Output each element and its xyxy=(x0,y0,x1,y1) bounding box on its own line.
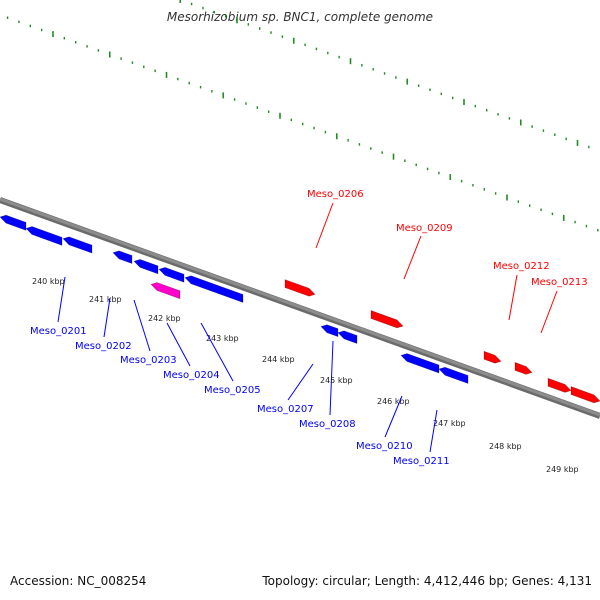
gene-arrow-forward[interactable] xyxy=(284,279,316,297)
scale-label-249-kbp: 249 kbp xyxy=(546,465,579,474)
scale-label-246-kbp: 246 kbp xyxy=(377,397,410,406)
accession-text: Accession: NC_008254 xyxy=(10,574,147,588)
gene-arrow-reverse[interactable] xyxy=(184,275,244,303)
gene-arrow-reverse[interactable] xyxy=(133,259,159,275)
gene-label-leader xyxy=(287,363,314,401)
gene-label[interactable]: Meso_0210 xyxy=(356,441,413,452)
gene-arrow-reverse[interactable] xyxy=(400,353,440,374)
scale-label-244-kbp: 244 kbp xyxy=(262,355,295,364)
gene-label[interactable]: Meso_0208 xyxy=(299,419,356,430)
gene-label[interactable]: Meso_0211 xyxy=(393,456,450,467)
gene-arrow-forward[interactable] xyxy=(514,361,533,375)
gene-label[interactable]: Meso_0204 xyxy=(163,370,220,381)
gene-arrow-reverse[interactable] xyxy=(0,214,27,231)
gene-arrow-forward[interactable] xyxy=(570,386,600,404)
gene-label[interactable]: Meso_0205 xyxy=(204,385,261,396)
scale-label-247-kbp: 247 kbp xyxy=(433,419,466,428)
gene-label-leader xyxy=(103,297,111,338)
scale-label-245-kbp: 245 kbp xyxy=(320,376,353,385)
scale-label-243-kbp: 243 kbp xyxy=(206,334,239,343)
scale-label-242-kbp: 242 kbp xyxy=(148,314,181,323)
gene-arrow-reverse[interactable] xyxy=(438,366,469,384)
gene-label-leader xyxy=(429,409,438,453)
scale-label-248-kbp: 248 kbp xyxy=(489,442,522,451)
gene-label-leader xyxy=(166,322,191,367)
gene-arrow-highlight[interactable] xyxy=(150,282,181,300)
gene-arrow-forward[interactable] xyxy=(547,377,572,393)
reverse-strand-scale-track xyxy=(6,16,599,232)
gene-arrow-reverse[interactable] xyxy=(62,236,93,254)
scale-label-240-kbp: 240 kbp xyxy=(32,277,65,286)
gene-arrow-reverse[interactable] xyxy=(320,324,339,338)
genome-summary: Topology: circular; Length: 4,412,446 bp… xyxy=(262,574,592,588)
gene-arrow-reverse[interactable] xyxy=(25,226,63,246)
gene-label[interactable]: Meso_0202 xyxy=(75,341,132,352)
gene-arrow-forward[interactable] xyxy=(483,350,502,364)
gene-label-leader xyxy=(57,276,66,323)
gene-label-leader xyxy=(403,235,422,280)
forward-strand-scale-track xyxy=(179,0,590,149)
gene-label[interactable]: Meso_0207 xyxy=(257,404,314,415)
page-title: Mesorhizobium sp. BNC1, complete genome xyxy=(166,10,434,24)
gene-label[interactable]: Meso_0212 xyxy=(493,261,550,272)
gene-label-leader xyxy=(540,290,558,334)
gene-arrow-reverse[interactable] xyxy=(337,330,358,344)
gene-label[interactable]: Meso_0203 xyxy=(120,355,177,366)
gene-label[interactable]: Meso_0201 xyxy=(30,326,87,337)
gene-label-leader xyxy=(329,340,334,416)
scale-label-241-kbp: 241 kbp xyxy=(89,295,122,304)
gene-label[interactable]: Meso_0213 xyxy=(531,277,588,288)
gene-label-leader xyxy=(315,202,334,249)
gene-label[interactable]: Meso_0209 xyxy=(396,223,453,234)
gene-label-leader xyxy=(200,322,234,382)
gene-label[interactable]: Meso_0206 xyxy=(307,189,364,200)
gene-label-leader xyxy=(133,299,151,352)
gene-label-leader xyxy=(508,274,518,321)
gene-arrow-reverse[interactable] xyxy=(112,250,133,264)
gene-label-leader xyxy=(384,395,403,438)
gene-arrow-forward[interactable] xyxy=(370,310,404,329)
gene-arrow-reverse[interactable] xyxy=(158,267,185,283)
